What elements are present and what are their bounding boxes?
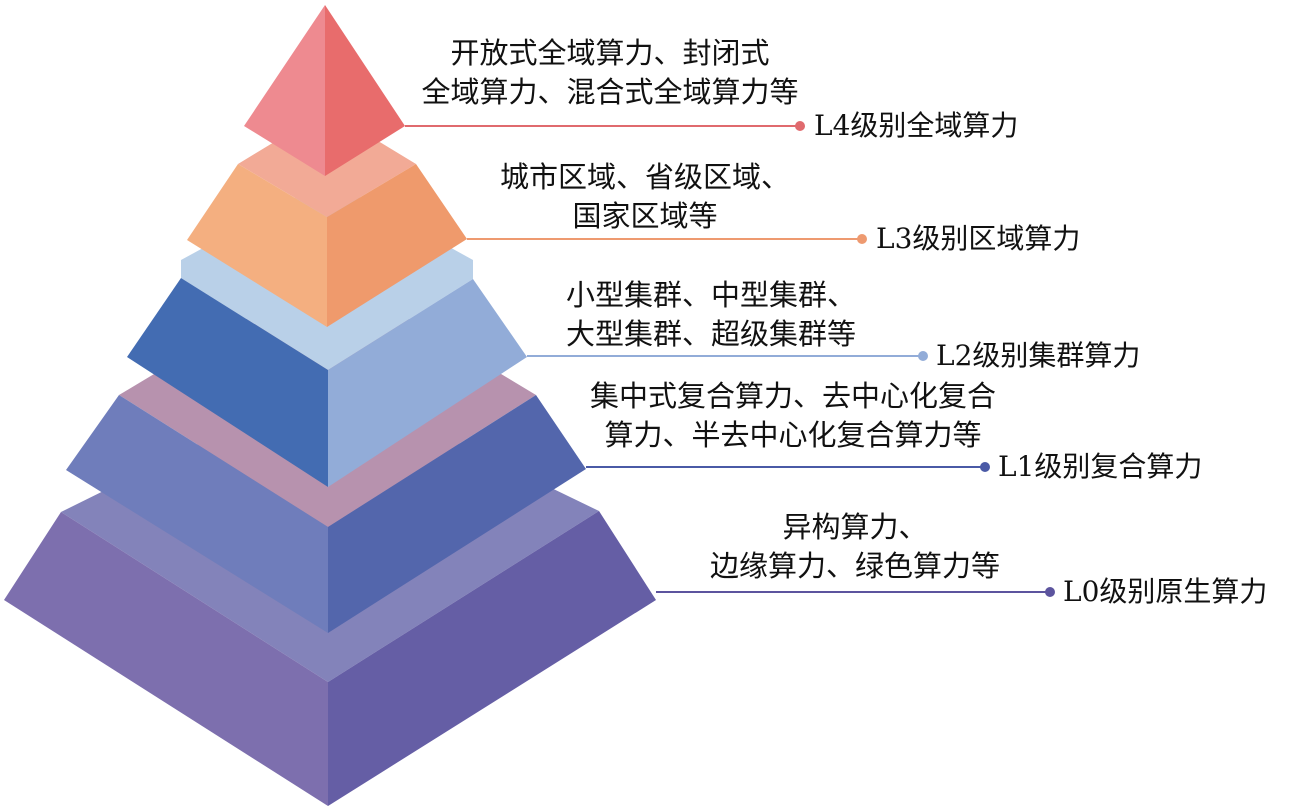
l4-desc-line-2: 全域算力、混合式全域算力等 (421, 75, 799, 109)
leader-l1 (586, 462, 990, 472)
tier-l4-right (325, 5, 405, 176)
tier-l2-right (328, 279, 527, 487)
l2-desc-line-1: 小型集群、中型集群、 (565, 278, 857, 312)
leader-l4 (405, 121, 805, 131)
l3-label: L3级别区域算力 (876, 222, 1081, 255)
l2-desc-line-2: 大型集群、超级集群等 (565, 317, 857, 351)
l0-desc-line-1: 异构算力、 (782, 510, 928, 544)
l3-desc-line-1: 城市区域、省级区域、 (499, 160, 791, 194)
tier-l4-left (244, 5, 325, 176)
l1-desc-line-1: 集中式复合算力、去中心化复合 (589, 379, 997, 413)
l3-desc-line-2: 国家区域等 (572, 199, 718, 233)
l4-description: 开放式全域算力、封闭式 全域算力、混合式全域算力等 (421, 34, 798, 112)
l1-label: L1级别复合算力 (998, 450, 1203, 483)
tier-l0-left (4, 512, 328, 806)
l1-desc-line-2: 算力、半去中心化复合算力等 (604, 418, 982, 452)
tier-l1-right (328, 395, 586, 633)
tier-l2-left (127, 278, 328, 487)
l0-description: 异构算力、 边缘算力、绿色算力等 (710, 508, 1000, 586)
leader-l3 (467, 234, 867, 244)
tier-l0-right (328, 511, 656, 806)
l3-description: 城市区域、省级区域、 国家区域等 (500, 158, 790, 236)
tier-l1-left (66, 395, 328, 633)
tier-l4 (244, 5, 405, 176)
tier-l3-right (327, 164, 467, 327)
l4-desc-line-1: 开放式全域算力、封闭式 (450, 36, 770, 70)
l2-description: 小型集群、中型集群、 大型集群、超级集群等 (566, 276, 856, 354)
leader-l0 (656, 587, 1055, 597)
l2-label: L2级别集群算力 (936, 339, 1141, 372)
l4-label: L4级别全域算力 (814, 109, 1019, 142)
l0-label: L0级别原生算力 (1063, 575, 1268, 608)
leader-l2 (527, 351, 928, 361)
l0-desc-line-2: 边缘算力、绿色算力等 (709, 549, 1001, 583)
l1-description: 集中式复合算力、去中心化复合 算力、半去中心化复合算力等 (590, 377, 996, 455)
tier-l3-left (187, 164, 327, 327)
